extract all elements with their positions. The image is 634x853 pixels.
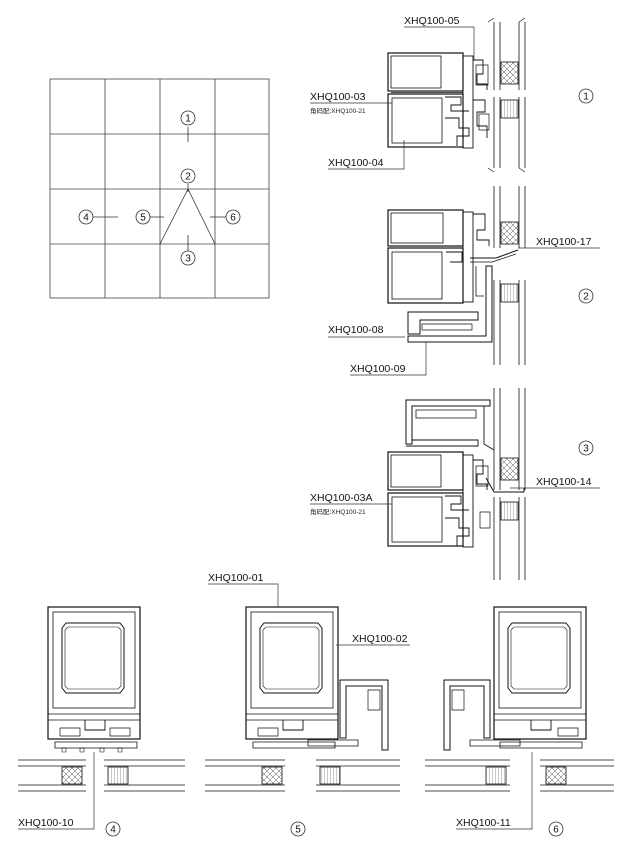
- detail-5-profiles: [245, 606, 389, 751]
- detail-5-glass: [205, 759, 400, 792]
- detail-3-marker: 3: [578, 440, 594, 456]
- marker-6: 6: [225, 209, 241, 225]
- detail-3-marker-text: 3: [583, 444, 589, 455]
- detail-4-glass: [18, 759, 185, 792]
- detail-2-marker: 2: [578, 288, 594, 304]
- label-xhq100-03: XHQ100-03: [310, 91, 366, 103]
- label-xhq100-02: XHQ100-02: [352, 633, 408, 645]
- detail-6: XHQ100-11 6: [425, 606, 614, 837]
- marker-6-text: 6: [230, 213, 236, 224]
- label-xhq100-08: XHQ100-08: [328, 324, 384, 336]
- detail-1-glass: [487, 17, 526, 173]
- marker-5: 5: [135, 209, 151, 225]
- detail-2-profiles: [387, 209, 519, 343]
- elevation-markers: 1 2 3 4 5 6: [78, 110, 241, 266]
- marker-1: 1: [180, 110, 196, 126]
- detail-3-profiles: [387, 399, 525, 548]
- detail-6-glass: [425, 759, 614, 792]
- detail-6-leaders: [456, 752, 533, 830]
- elevation-frame: [49, 78, 270, 299]
- detail-2-leaders: [328, 247, 600, 376]
- detail-2-marker-text: 2: [583, 292, 589, 303]
- detail-5-marker-text: 5: [295, 825, 301, 836]
- detail-1-profiles: [387, 52, 490, 149]
- detail-4-leaders: [18, 752, 95, 830]
- label-xhq100-10: XHQ100-10: [18, 817, 74, 829]
- detail-1: XHQ100-05 XHQ100-03 角码配:XHQ100-21 XHQ100…: [310, 15, 594, 173]
- label-xhq100-05: XHQ100-05: [404, 15, 460, 27]
- label-xhq100-01: XHQ100-01: [208, 572, 264, 584]
- label-corner-bracket-3: 角码配:XHQ100-21: [310, 507, 366, 516]
- detail-6-marker-text: 6: [553, 825, 559, 836]
- marker-1-text: 1: [185, 114, 191, 125]
- detail-5-marker: 5: [290, 821, 306, 837]
- detail-1-leaders: [310, 26, 475, 170]
- detail-1-marker-text: 1: [583, 92, 589, 103]
- label-xhq100-11: XHQ100-11: [456, 817, 511, 829]
- detail-4-marker-text: 4: [110, 825, 116, 836]
- marker-4: 4: [78, 209, 94, 225]
- detail-5: XHQ100-01 XHQ100-02 5: [205, 572, 410, 837]
- detail-2-glass: [493, 186, 526, 365]
- elevation-view: [49, 78, 270, 299]
- marker-5-text: 5: [140, 213, 146, 224]
- label-xhq100-09: XHQ100-09: [350, 363, 406, 375]
- label-xhq100-14: XHQ100-14: [536, 476, 592, 488]
- detail-2: XHQ100-17 XHQ100-08 XHQ100-09 2: [328, 186, 600, 376]
- marker-3-text: 3: [185, 254, 191, 265]
- label-corner-bracket-1: 角码配:XHQ100-21: [310, 106, 366, 115]
- marker-2: 2: [180, 168, 196, 184]
- detail-4-profiles: [47, 606, 141, 753]
- label-xhq100-03a: XHQ100-03A: [310, 492, 372, 504]
- marker-2-text: 2: [185, 172, 191, 183]
- marker-3: 3: [180, 250, 196, 266]
- detail-4: XHQ100-10 4: [18, 606, 185, 837]
- detail-5-leaders: [208, 583, 410, 646]
- detail-3: XHQ100-03A 角码配:XHQ100-21 XHQ100-14 3: [310, 388, 600, 580]
- detail-6-marker: 6: [548, 821, 564, 837]
- detail-3-leaders: [310, 487, 600, 505]
- detail-6-profiles: [443, 606, 587, 751]
- opening-line-left: [159, 188, 189, 245]
- detail-3-glass: [493, 388, 526, 580]
- detail-1-marker: 1: [578, 88, 594, 104]
- label-xhq100-04: XHQ100-04: [328, 157, 384, 169]
- opening-line-right: [187, 188, 216, 245]
- detail-4-marker: 4: [105, 821, 121, 837]
- marker-4-text: 4: [83, 213, 89, 224]
- label-xhq100-17: XHQ100-17: [536, 236, 592, 248]
